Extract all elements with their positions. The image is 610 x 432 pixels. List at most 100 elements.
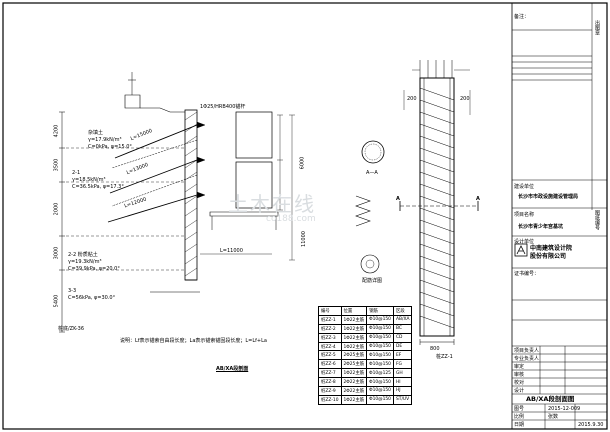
- table-cell: 1Φ22主筋: [340, 341, 368, 352]
- table-cell: 桩ZZ-9: [318, 386, 342, 396]
- dim-1: 4200: [53, 124, 60, 138]
- watermark-sub: co188.com: [266, 214, 316, 224]
- table-cell: Φ10@150: [366, 332, 394, 343]
- table-cell: Φ10@150: [366, 341, 394, 352]
- company-name-2: 股份有限公司: [530, 253, 567, 260]
- pile-bottom-circle: [360, 254, 380, 274]
- dim-4: 3000: [53, 246, 60, 260]
- table-cell: 桩ZZ-6: [318, 359, 342, 370]
- dim-2: 3500: [53, 158, 60, 172]
- pile-rebar-elevation: [399, 60, 479, 345]
- layer-4-name: 3-3: [68, 288, 77, 294]
- table-cell: 1Φ22主筋: [340, 368, 368, 379]
- pile-dim-right: 200: [460, 96, 470, 102]
- layer-1-density: γ=17.9kN/m³: [88, 137, 122, 143]
- stamp-label: 出图章: [594, 20, 600, 35]
- table-cell: 桩ZZ-3: [318, 332, 342, 343]
- role-6: 设计: [514, 388, 525, 394]
- table-cell: Φ10@150: [366, 377, 394, 388]
- section-a-label: A—A: [366, 170, 378, 176]
- pile-bottom-label: 桩ZZ-1: [436, 354, 453, 360]
- table-cell: DE: [392, 341, 413, 352]
- section-mark-left: A: [396, 196, 400, 202]
- drawing-no: 2015-12-009: [548, 406, 581, 412]
- anchor-label-4: L=11000: [220, 248, 243, 254]
- layer-2-strength: C=36.5kPa, φ=17.3°: [72, 184, 124, 190]
- spiral-rebar-detail: [355, 140, 385, 274]
- company-logo: [514, 243, 528, 257]
- table-cell: ST/UV: [392, 394, 413, 405]
- elevation-note: 说明：Lf表示锚索自由段长度；La表示锚索锚固段长度；L=Lf+La: [120, 338, 267, 344]
- designer-label: 设计单位: [514, 239, 535, 245]
- table-cell: Φ10@150: [366, 350, 394, 361]
- table-header-row: 编号 位置 钢筋 区段: [318, 306, 413, 316]
- company-name-1: 中南建筑设计院: [530, 245, 573, 252]
- table-cell: HJ: [392, 386, 413, 396]
- sheet-label: 张数: [548, 414, 559, 420]
- table-header-cell: 编号: [318, 306, 342, 316]
- table-header-cell: 钢筋: [366, 306, 394, 316]
- dim-3: 2000: [53, 202, 60, 216]
- client-name: 长沙市市政设施建设管理局: [518, 194, 579, 200]
- role-2: 专业负责人: [514, 356, 540, 362]
- table-cell: Φ10@150: [366, 323, 394, 334]
- table-cell: HI: [392, 377, 413, 388]
- table-cell: EF: [392, 350, 413, 361]
- cert-label: 证书编号：: [514, 271, 540, 277]
- table-cell: 1Φ22主筋: [340, 394, 368, 405]
- title-block-lines: [512, 29, 607, 429]
- table-cell: AB/XA: [392, 314, 413, 325]
- role-4: 审核: [514, 372, 525, 378]
- table-cell: 1Φ22主筋: [340, 314, 368, 325]
- layer-1-name: 杂填土: [88, 130, 104, 136]
- scale-label: 比例: [514, 414, 525, 420]
- table-cell: CD: [392, 332, 413, 343]
- table-cell: Φ10@150: [366, 394, 394, 405]
- anchor-rod-1: [114, 124, 198, 159]
- drawing-no-label: 图号: [514, 406, 525, 412]
- table-header-cell: 位置: [340, 306, 368, 316]
- table-cell: FG: [392, 359, 413, 370]
- client-label: 建设单位: [514, 184, 535, 190]
- table-cell: BC: [392, 323, 413, 334]
- table-cell: Φ10@150: [366, 386, 394, 396]
- watermark-main: 土木在线: [228, 192, 316, 216]
- layer-2-density: γ=18.5kN/m³: [72, 177, 106, 183]
- retaining-pile-wall: [184, 109, 198, 281]
- table-cell: 2Φ22主筋: [340, 377, 368, 388]
- pile-dim-left: 200: [407, 96, 417, 102]
- section-mark-right: A: [476, 196, 480, 202]
- layer-3-name: 2-2 粉质粘土: [68, 252, 98, 258]
- pile-detail-title: 配筋详图: [362, 278, 383, 284]
- layer-3-strength: C=39.9kPa, φ=20.0°: [68, 266, 120, 272]
- table-cell: 桩ZZ-4: [318, 341, 342, 352]
- layer-2-name: 2-1: [72, 170, 81, 176]
- table-cell: Φ10@125: [366, 368, 394, 379]
- table-cell: 2Φ25主筋: [340, 350, 368, 361]
- table-cell: GH: [392, 368, 413, 379]
- layer-3-density: γ=19.3kN/m³: [68, 259, 102, 265]
- table-cell: 1Φ22主筋: [340, 332, 368, 343]
- date-label: 日期: [514, 422, 525, 428]
- table-header-cell: 区段: [392, 306, 413, 316]
- drawing-title: AB/XA段剖面图: [526, 395, 575, 403]
- table-cell: 桩ZZ-10: [318, 394, 342, 405]
- pile-cross-section: [361, 140, 385, 164]
- pile-toe-label: 桩底/ZK-36: [58, 326, 85, 332]
- anchor-rod-3: [107, 194, 198, 223]
- table-cell: Φ10@150: [366, 359, 394, 370]
- role-3: 审定: [514, 364, 525, 370]
- side-strip-label: 图纸编号: [594, 210, 600, 230]
- anchor-rod-2: [109, 159, 198, 194]
- layer-4-strength: C=56kPa, φ=30.0°: [68, 295, 116, 301]
- dim-5: 5400: [53, 294, 60, 308]
